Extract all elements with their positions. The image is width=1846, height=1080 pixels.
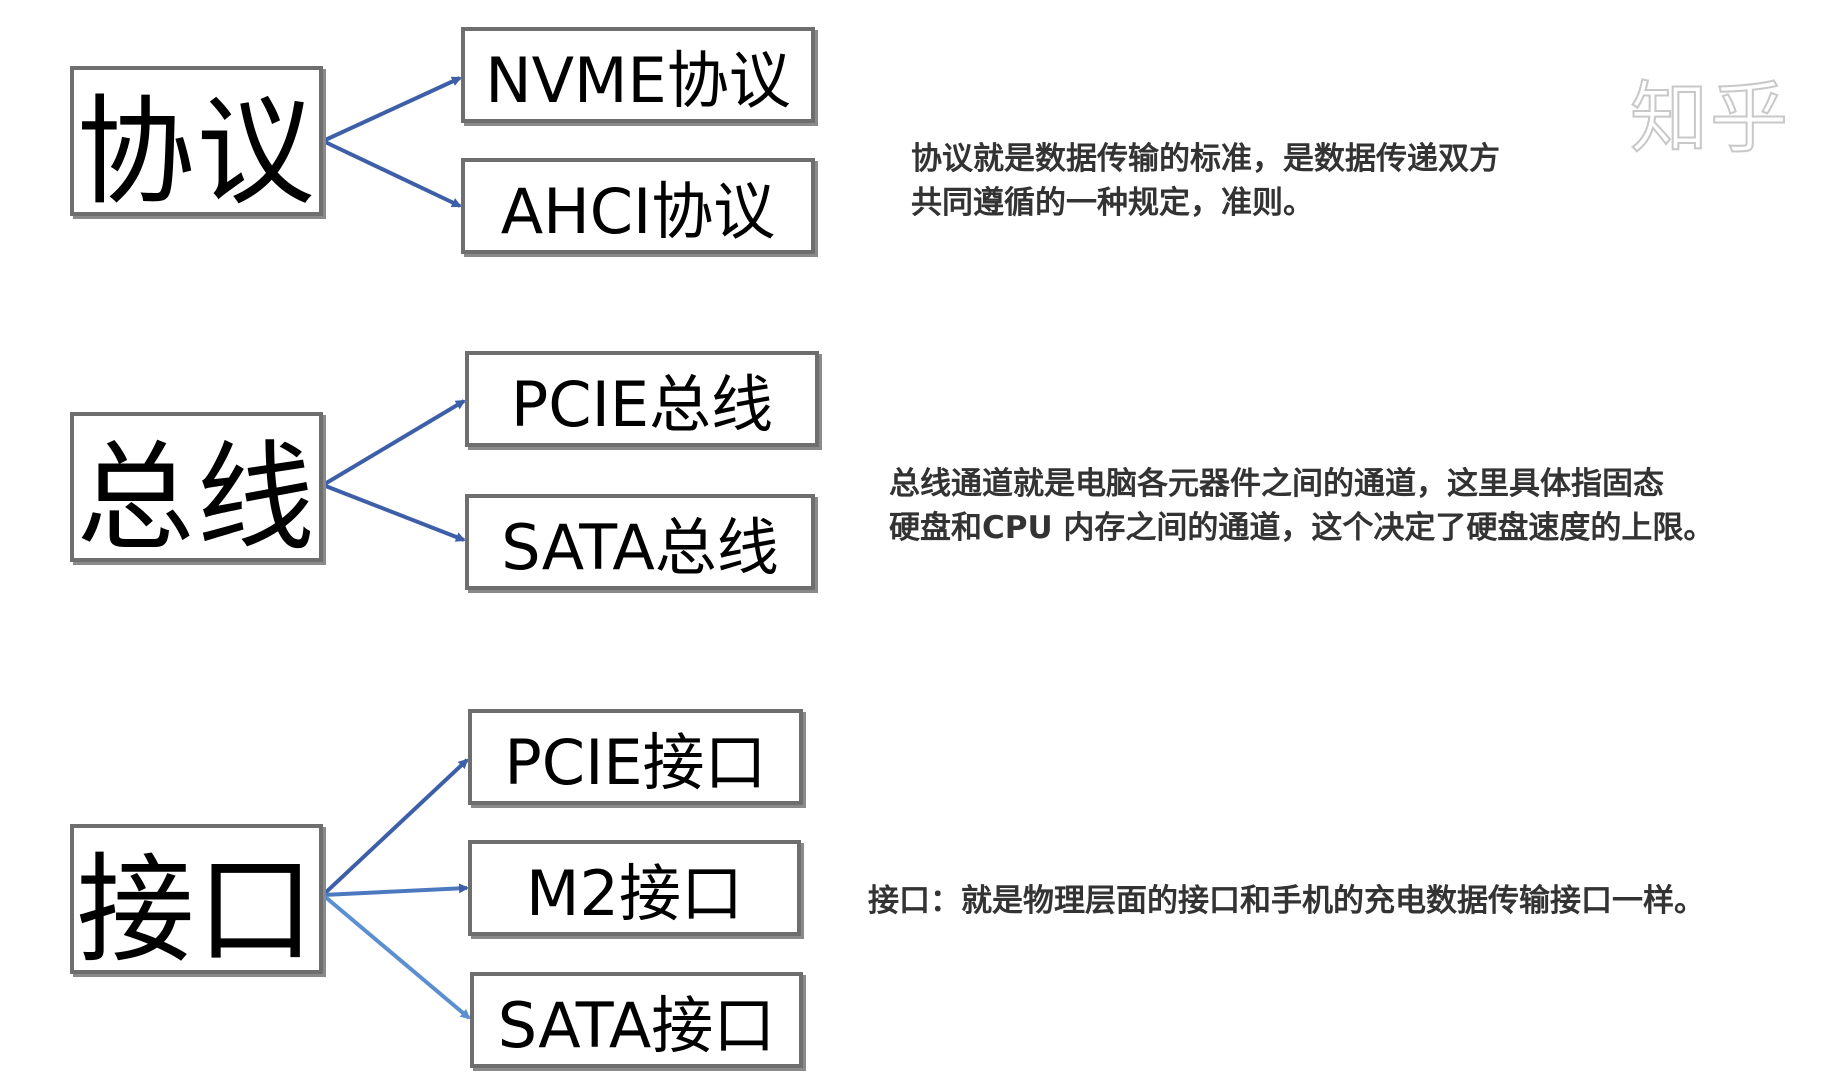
arrow-interface-to-sata — [321, 893, 471, 1020]
category-label-bus: 总线 — [76, 428, 317, 567]
description-line: 总线通道就是电脑各元器件之间的通道，这里具体指固态 — [889, 466, 1664, 502]
category-box-interface: 接口 — [70, 824, 323, 979]
item-box-pcie-bus: PCIE总线 — [465, 351, 819, 447]
zhihu-watermark: 知乎 — [1629, 73, 1791, 165]
item-box-ahci-protocol: AHCI协议 — [461, 158, 815, 254]
item-box-nvme-protocol: NVME协议 — [461, 27, 815, 123]
item-label: M2接口 — [526, 857, 743, 930]
description-line: 接口：就是物理层面的接口和手机的充电数据传输接口一样。 — [868, 883, 1705, 919]
category-label-protocol: 协议 — [76, 82, 317, 221]
item-box-m2-interface: M2接口 — [468, 840, 801, 936]
description-line: 协议就是数据传输的标准，是数据传递双方 — [911, 141, 1500, 177]
item-box-sata-bus: SATA总线 — [465, 494, 815, 590]
arrow-protocol-to-nvme — [322, 76, 462, 143]
category-label-interface: 接口 — [76, 840, 317, 979]
description-bus: 总线通道就是电脑各元器件之间的通道，这里具体指固态 硬盘和CPU 内存之间的通道… — [889, 462, 1714, 550]
description-interface: 接口：就是物理层面的接口和手机的充电数据传输接口一样。 — [868, 879, 1705, 923]
arrow-interface-to-m2 — [322, 883, 469, 897]
item-label: PCIE总线 — [510, 368, 774, 441]
arrow-bus-to-sata — [322, 483, 466, 542]
description-line: 硬盘和CPU 内存之间的通道，这个决定了硬盘速度的上限。 — [889, 510, 1715, 546]
description-line: 共同遵循的一种规定，准则。 — [911, 185, 1314, 221]
item-box-sata-interface: SATA接口 — [470, 972, 803, 1068]
arrow-interface-to-pcie — [321, 758, 469, 897]
arrow-bus-to-pcie — [321, 399, 466, 487]
item-box-pcie-interface: PCIE接口 — [468, 709, 803, 805]
item-label: AHCI协议 — [500, 175, 776, 248]
item-label: PCIE接口 — [504, 726, 767, 799]
item-label: SATA总线 — [501, 511, 779, 584]
item-label: NVME协议 — [485, 44, 791, 117]
item-label: SATA接口 — [497, 989, 776, 1062]
arrow-protocol-to-ahci — [322, 139, 462, 208]
category-box-bus: 总线 — [70, 412, 323, 567]
description-protocol: 协议就是数据传输的标准，是数据传递双方 共同遵循的一种规定，准则。 — [911, 137, 1500, 225]
category-box-protocol: 协议 — [70, 66, 323, 221]
